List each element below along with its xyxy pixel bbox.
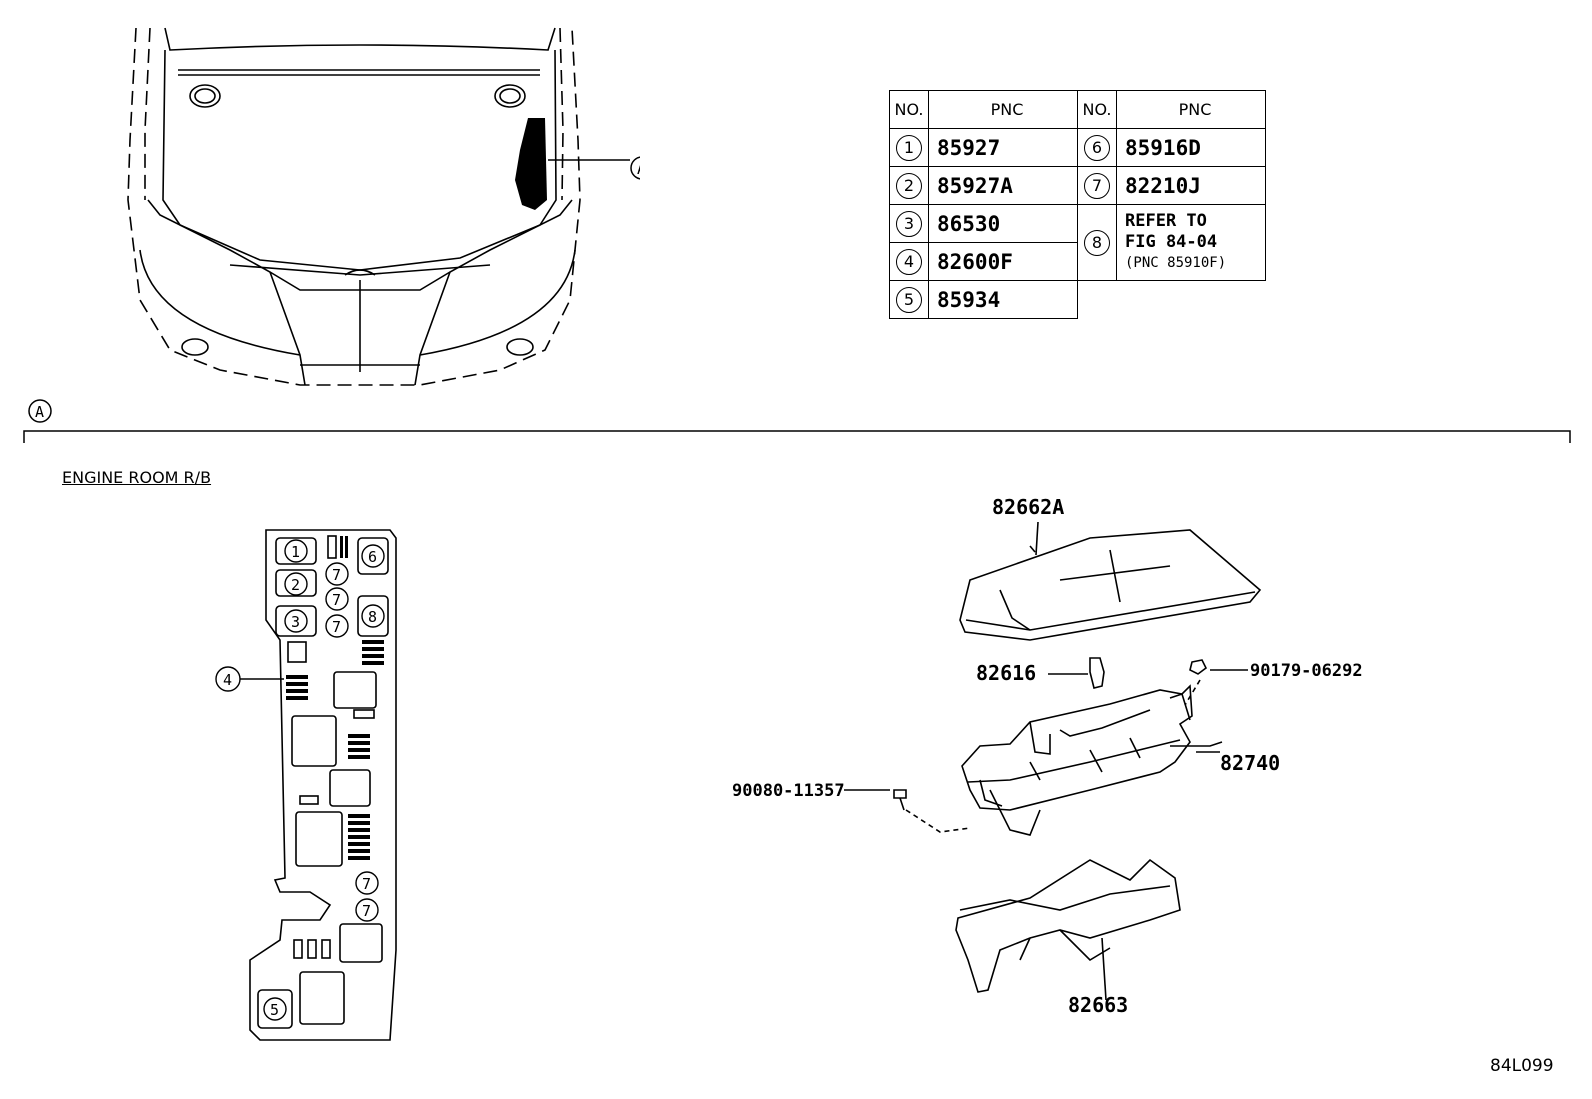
relay-number: 7 — [332, 566, 341, 584]
table-header-row: NO. PNC NO. PNC — [889, 90, 1266, 129]
row-number: 1 — [896, 134, 922, 161]
header-no: NO. — [889, 90, 929, 129]
view-marker-label: A — [637, 160, 640, 178]
row-number: 6 — [1084, 134, 1110, 161]
relay-number: 7 — [362, 875, 371, 893]
relay-number: 3 — [291, 613, 300, 631]
part-label-82663: 82663 — [1068, 993, 1128, 1017]
pnc-value: 85916D — [1116, 128, 1266, 167]
relay-number: 2 — [291, 576, 300, 594]
row-number: 7 — [1084, 172, 1110, 199]
part-label-82662a: 82662A — [992, 495, 1064, 519]
pnc-refer: REFER TO FIG 84-04 (PNC 85910F) — [1116, 204, 1266, 281]
table-row: 5 85934 — [889, 280, 1266, 319]
relay-number: 6 — [368, 548, 377, 566]
refer-line-1: REFER TO — [1125, 211, 1207, 231]
relay-number: 7 — [332, 618, 341, 636]
header-pnc: PNC — [928, 90, 1078, 129]
pnc-value: 85934 — [928, 280, 1078, 319]
table-row: 1 85927 6 85916D — [889, 128, 1266, 167]
car-front-illustration: A — [127, 27, 640, 386]
section-divider: A — [23, 399, 1571, 443]
pnc-value: 82600F — [928, 242, 1078, 281]
row-number: 5 — [896, 286, 922, 313]
relay-number: 5 — [270, 1001, 279, 1019]
part-label-82616: 82616 — [976, 661, 1036, 685]
row-number: 3 — [896, 210, 922, 237]
refer-line-2: FIG 84-04 — [1125, 232, 1218, 252]
part-label-90179: 90179-06292 — [1250, 661, 1363, 681]
row-number: 2 — [896, 172, 922, 199]
header-pnc: PNC — [1116, 90, 1266, 129]
pnc-value: 85927 — [928, 128, 1078, 167]
pnc-value: 85927A — [928, 166, 1078, 205]
relay-number: 7 — [362, 902, 371, 920]
header-no: NO. — [1077, 90, 1117, 129]
row-number: 4 — [896, 248, 922, 275]
exploded-parts-view: 82662A 82616 82740 82663 90179-06292 900… — [732, 495, 1363, 1017]
row-number: 8 — [1084, 229, 1110, 256]
pnc-table: NO. PNC NO. PNC 1 85927 6 85916D 2 85927… — [889, 90, 1266, 319]
relay-number: 8 — [368, 608, 377, 626]
pnc-value: 82210J — [1116, 166, 1266, 205]
part-label-90080: 90080-11357 — [732, 781, 845, 801]
relay-block-layout: 1 2 3 4 5 6 7 7 7 8 7 7 — [215, 529, 397, 1041]
section-marker-label: A — [35, 403, 44, 421]
table-row: 4 82600F — [889, 242, 1266, 281]
relay-number: 4 — [223, 671, 232, 689]
part-label-82740: 82740 — [1220, 751, 1280, 775]
pnc-value: 86530 — [928, 204, 1078, 243]
relay-number: 7 — [332, 591, 341, 609]
table-row: 3 86530 8 REFER TO FIG 84-04 (PNC 85910F… — [889, 204, 1266, 281]
page-code: 84L099 — [1490, 1056, 1554, 1076]
table-row: 2 85927A 7 82210J — [889, 166, 1266, 205]
relay-number: 1 — [291, 543, 300, 561]
section-label: ENGINE ROOM R/B — [62, 468, 212, 487]
refer-line-3: (PNC 85910F) — [1125, 255, 1227, 271]
